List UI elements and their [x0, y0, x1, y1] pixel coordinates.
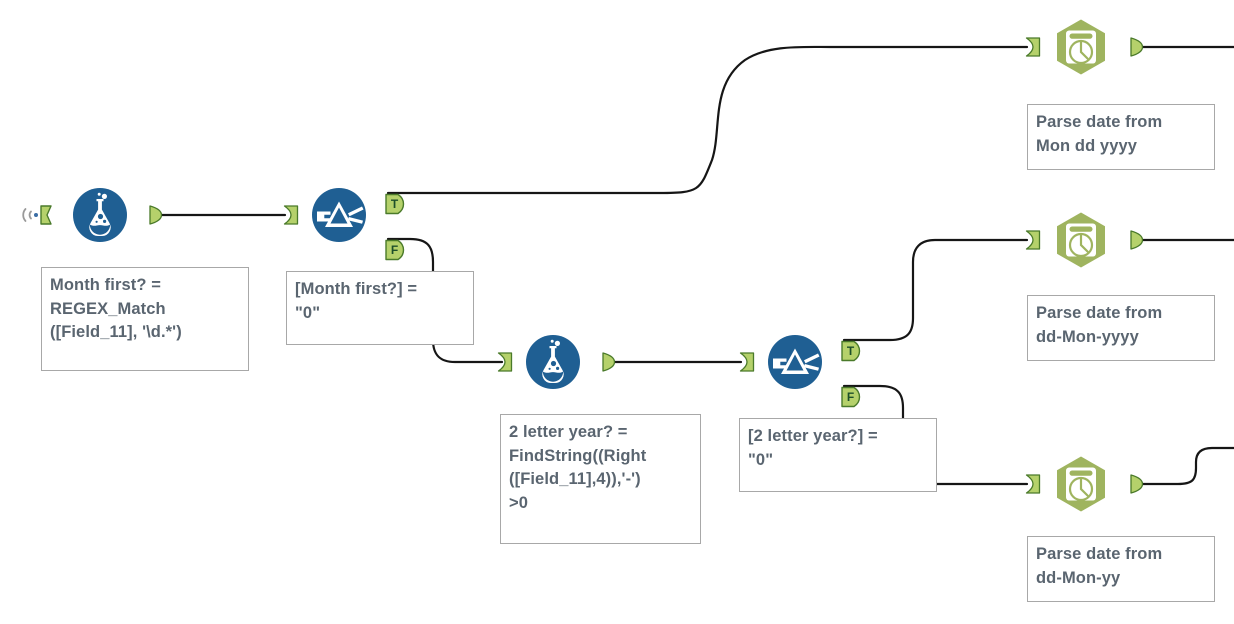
annotation-formula-2-letter-year: 2 letter year? = FindString((Right ([Fie… [500, 414, 701, 544]
annotation-datetime-dd-mon-yyyy: Parse date from dd-Mon-yyyy [1027, 295, 1215, 361]
clock-calendar-icon [1052, 18, 1110, 76]
filter-prism-icon [310, 186, 368, 244]
annotation-formula-month-first: Month first? = REGEX_Match ([Field_11], … [41, 267, 249, 371]
output-anchor-filter-month-first-false[interactable]: F [385, 239, 405, 261]
wireless-input-icon [21, 202, 61, 228]
filter-false-label: F [390, 242, 399, 257]
wire-datetime3-out [1136, 446, 1234, 486]
flask-icon [71, 186, 129, 244]
filter-true-label: T [846, 343, 855, 358]
filter-prism-icon [766, 333, 824, 391]
annotation-datetime-dd-mon-yy: Parse date from dd-Mon-yy [1027, 536, 1215, 602]
filter-false-label: F [846, 389, 855, 404]
wire-filter2-T-to-datetime2 [842, 238, 1029, 342]
filter-true-label: T [390, 196, 399, 211]
clock-calendar-icon [1052, 211, 1110, 269]
annotation-datetime-mon-dd-yyyy: Parse date from Mon dd yyyy [1027, 104, 1215, 170]
wire-filter1-T-to-datetime1 [386, 45, 1029, 195]
output-anchor-filter-month-first-true[interactable]: T [385, 193, 405, 215]
output-anchor-filter-2-letter-year-false[interactable]: F [841, 386, 861, 408]
flask-icon [524, 333, 582, 391]
output-anchor-filter-2-letter-year-true[interactable]: T [841, 340, 861, 362]
annotation-filter-month-first: [Month first?] = "0" [286, 271, 474, 345]
clock-calendar-icon [1052, 455, 1110, 513]
annotation-filter-2-letter-year: [2 letter year?] = "0" [739, 418, 937, 492]
